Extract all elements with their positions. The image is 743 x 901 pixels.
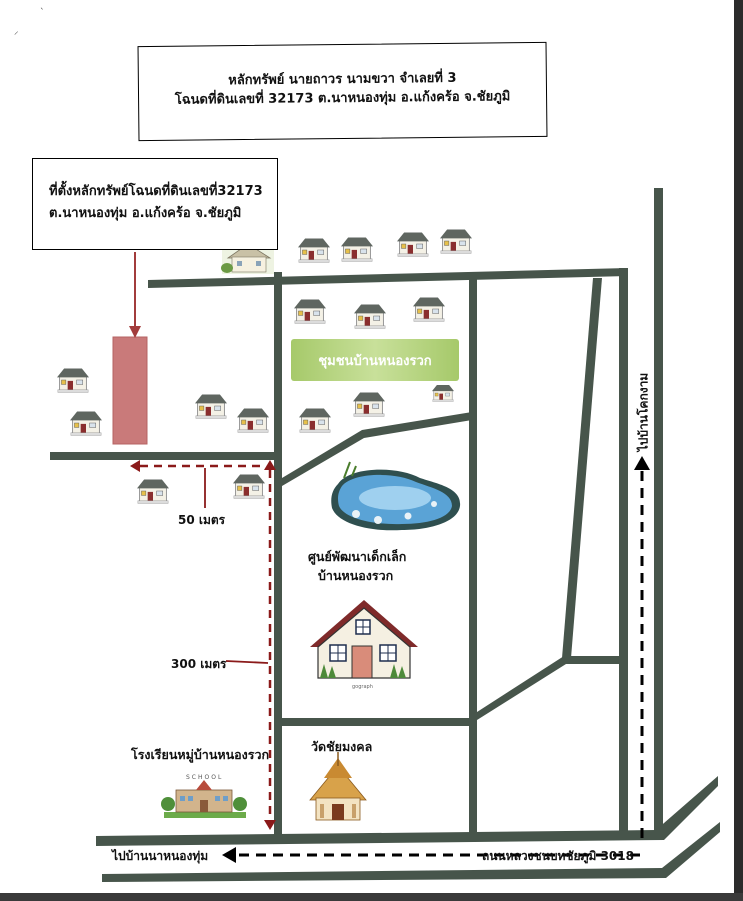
location-line-1: ที่ตั้งหลักทรัพย์โฉนดที่ดินเลขที่32173 [49, 184, 263, 199]
house-icon [397, 231, 429, 257]
route-arrow-left [130, 460, 140, 472]
scan-mark: ˋ [40, 8, 45, 18]
house-icon [354, 303, 386, 329]
community-label: ชุมชนบ้านหนองรวก [291, 339, 459, 381]
house-icon [137, 478, 169, 504]
school-building-icon [161, 780, 247, 818]
road-west [50, 452, 282, 460]
direction-route [238, 470, 644, 857]
road-east-outer [654, 188, 663, 832]
house-icon [440, 228, 472, 254]
road-inner-link [477, 656, 619, 720]
house-icon [298, 237, 330, 263]
destination-na-nong-thum: ไปบ้านนาหนองทุ่ม [112, 849, 209, 863]
road-bottom [102, 822, 720, 882]
child-center-label-2: บ้านหนองรวก [318, 568, 394, 583]
image-credit: gograph [352, 684, 373, 690]
arrow-left-na-nong-thum [222, 847, 236, 863]
house-icon [413, 296, 445, 322]
road-east-inner [619, 268, 628, 832]
road-diagonal [282, 412, 472, 486]
pointer-arrowhead [129, 326, 141, 338]
house-icon [233, 473, 265, 499]
distance-route [140, 464, 272, 820]
distance-50-label: 50 เมตร [178, 513, 226, 527]
house-icon [70, 410, 102, 436]
road-secondary-left [274, 272, 282, 838]
property-location-box: ที่ตั้งหลักทรัพย์โฉนดที่ดินเลขที่32173 ต… [32, 158, 278, 250]
house-icon [341, 236, 373, 262]
road-inner-slant [562, 278, 602, 658]
road-connector [282, 718, 470, 726]
distance-300-leader [225, 660, 269, 664]
house-icon [57, 367, 89, 393]
house-icon [299, 407, 331, 433]
route-arrow-up [264, 460, 276, 470]
destination-khok-ngam-text: ไปบ้านโคกงาม [636, 372, 651, 452]
distance-300-label: 300 เมตร [171, 657, 227, 671]
highway-label: ถนนหลวงชนบทชัยภูมิ 3018 [482, 849, 634, 863]
temple-label: วัดชัยมงคล [311, 739, 373, 754]
frame-border-bottom [0, 893, 743, 901]
temple-icon [309, 752, 367, 821]
route-arrow-down [264, 820, 276, 830]
pond-icon [331, 461, 461, 531]
title-box: หลักทรัพย์ นายถาวร นามขวา จำเลยที่ 3 โฉน… [137, 41, 548, 142]
house-icon [294, 298, 326, 324]
roads [50, 188, 720, 882]
road-secondary-mid [469, 278, 477, 838]
house-icon [195, 393, 227, 419]
school-label: โรงเรียนหมู่บ้านหนองรวก [131, 747, 270, 762]
frame-border-right [734, 0, 743, 901]
school-sign-text: SCHOOL [186, 774, 223, 781]
arrow-up-khok-ngam [634, 456, 650, 470]
house-icon [432, 384, 454, 402]
road-north [148, 268, 628, 288]
scan-mark: ⸝ [14, 27, 19, 37]
child-center-label-1: ศูนย์พัฒนาเด็กเล็ก [308, 549, 407, 564]
community-name: ชุมชนบ้านหนองรวก [318, 353, 432, 369]
road-highway [96, 776, 718, 846]
house-icon [353, 391, 385, 417]
property-plot [112, 336, 148, 445]
child-center-building-icon [310, 600, 418, 679]
title-line-2: โฉนดที่ดินเลขที่ 32173 ต.นาหนองทุ่ม อ.แก… [174, 89, 511, 108]
destination-khok-ngam: ไปบ้านโคกงาม [629, 372, 659, 452]
location-line-2: ต.นาหนองทุ่ม อ.แก้งคร้อ จ.ชัยภูมิ [49, 206, 242, 221]
house-icon [237, 407, 269, 433]
